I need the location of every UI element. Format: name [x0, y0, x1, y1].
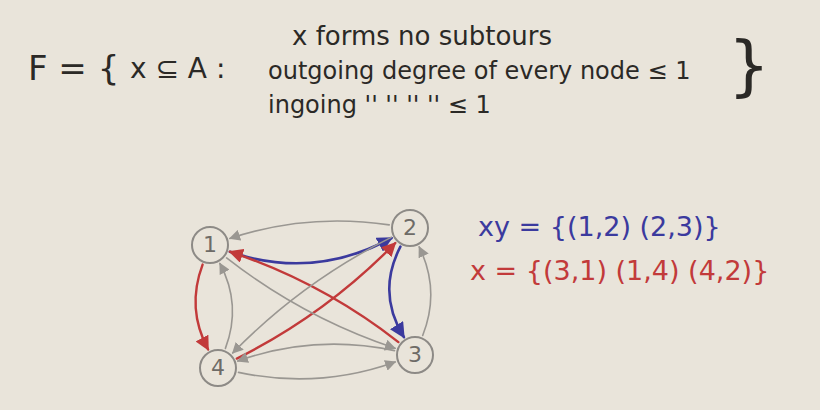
arc-arrow [196, 265, 209, 350]
graph-node: 2 [391, 209, 429, 247]
arc-arrow [419, 247, 431, 336]
arc-arrow [220, 264, 233, 349]
constraint-text: outgoing degree of every node ≤ 1 [268, 58, 690, 84]
arc-arrow [230, 221, 389, 238]
set-xy: xy = {(1,2) (2,3)} [478, 212, 721, 242]
node-number: 4 [211, 357, 225, 379]
arc-arrow [389, 247, 404, 337]
arc-arrow [237, 243, 395, 359]
graph-node: 4 [199, 349, 237, 387]
arc-arrow [238, 344, 395, 361]
graph-node: 1 [191, 226, 229, 264]
node-number: 1 [203, 234, 217, 256]
node-number: 3 [408, 344, 422, 366]
arc-arrow [239, 362, 396, 379]
constraint-text: ingoing '' '' '' '' ≤ 1 [268, 92, 491, 118]
set-x: x = {(3,1) (1,4) (4,2)} [470, 256, 769, 286]
arc-arrow [233, 237, 392, 353]
set-name: F = { [28, 50, 119, 87]
constraint-text: x forms no subtours [292, 22, 552, 51]
closing-brace: } [728, 30, 770, 103]
graph-node: 3 [396, 336, 434, 374]
set-condition: x ⊆ A : [130, 54, 225, 85]
node-number: 2 [403, 217, 417, 239]
